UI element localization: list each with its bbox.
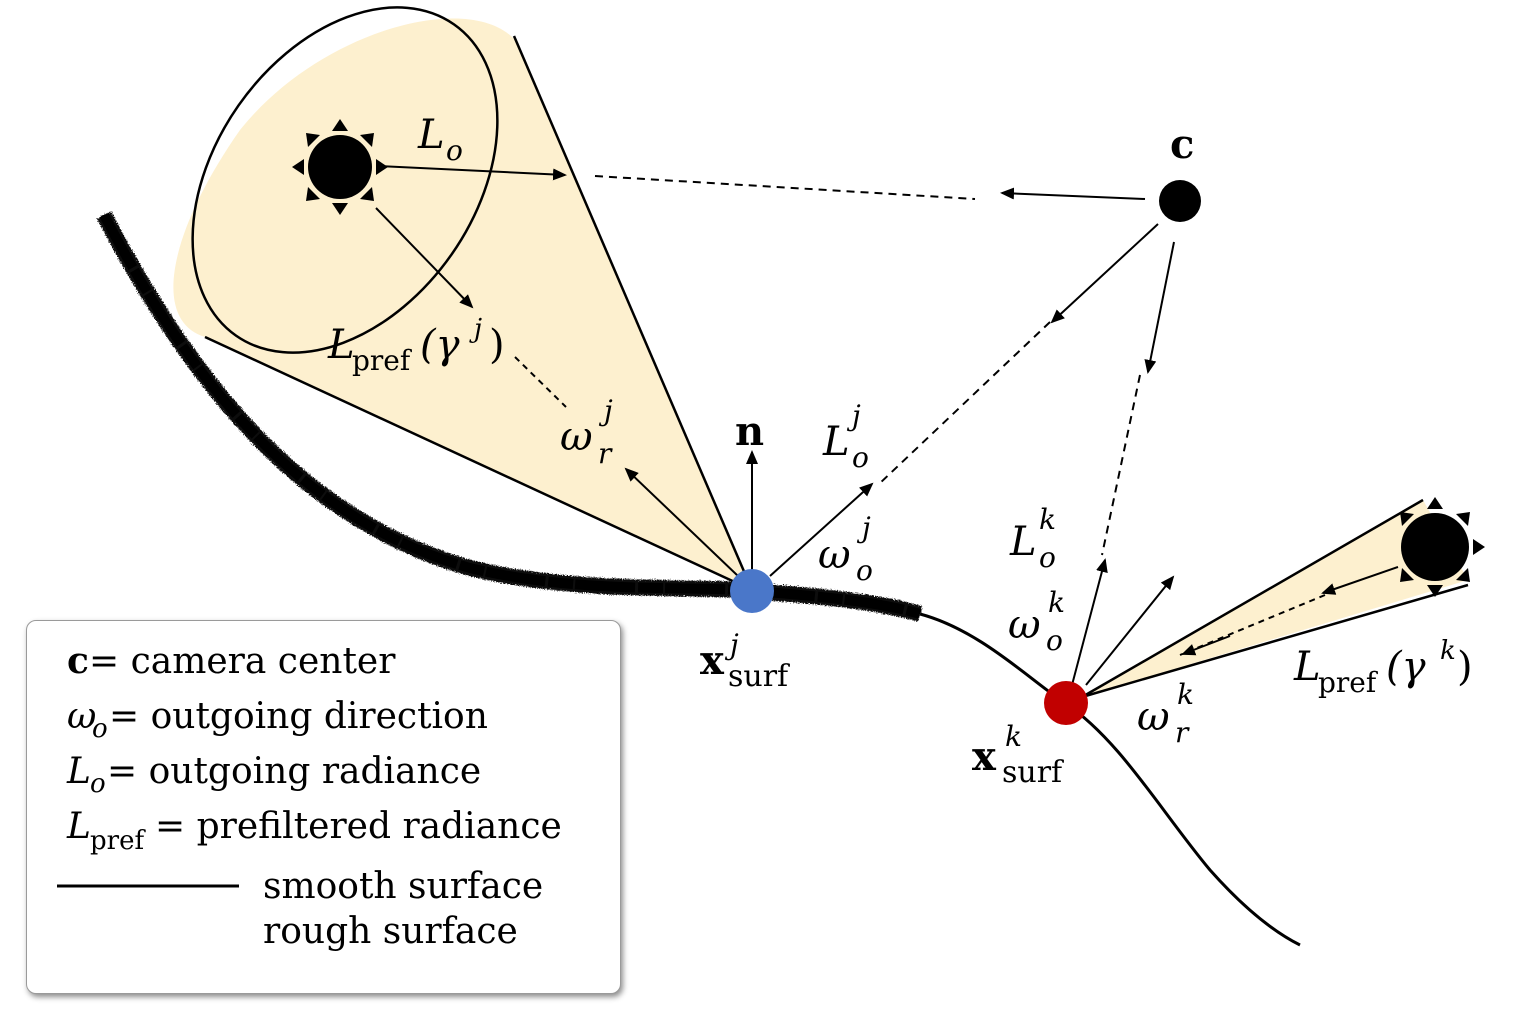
dashed-sun-k-to-xk (1179, 594, 1326, 656)
svg-text:L: L (66, 806, 91, 847)
legend-item-omega-o: ω o = outgoing direction (67, 696, 488, 744)
smooth-surface-curve (919, 612, 1301, 947)
svg-text:j: j (856, 511, 871, 544)
svg-text:= prefiltered radiance: = prefiltered radiance (155, 806, 562, 847)
svg-text:x: x (972, 733, 997, 780)
svg-text:surf: surf (1002, 755, 1064, 790)
svg-text:(γ: (γ (420, 322, 460, 368)
arrow-omega-o-j (769, 482, 874, 577)
arrow-camera-to-xk (1144, 241, 1175, 374)
camera-center-point (1159, 180, 1201, 222)
legend-item-camera: c = camera center (67, 640, 396, 682)
cone-j-edge-lower (204, 335, 753, 592)
dashed-Lpref-to-wr (514, 356, 567, 408)
svg-text:ω: ω (560, 414, 593, 460)
svg-text:L: L (1293, 644, 1321, 690)
cone-j-edge-upper (512, 35, 754, 591)
label-normal: n (735, 408, 764, 455)
svg-text:surf: surf (728, 659, 790, 694)
svg-text:o: o (92, 714, 108, 744)
svg-text:ω: ω (67, 696, 96, 737)
svg-text:= outgoing radiance: = outgoing radiance (107, 751, 481, 792)
arrow-Lo-top (377, 165, 567, 181)
label-Lpref-k: L pref (γ k ) (1293, 636, 1473, 699)
svg-text:pref: pref (1318, 666, 1379, 699)
dashed-camera-to-cone (594, 175, 976, 200)
arrow-camera-left (1000, 187, 1146, 200)
svg-text:= outgoing direction: = outgoing direction (109, 696, 488, 737)
svg-text:ω: ω (818, 532, 851, 578)
svg-text:L: L (1009, 519, 1037, 565)
svg-text:): ) (489, 322, 505, 368)
legend-box: c = camera center ω o = outgoing directi… (26, 620, 621, 994)
svg-text:k: k (1177, 678, 1194, 711)
label-xsurf-j: x surf j (700, 628, 790, 694)
arrow-Lpref-j (375, 207, 474, 309)
label-omega-o-k: ω o k (1008, 586, 1065, 657)
svg-text:k: k (1039, 503, 1056, 536)
svg-text:(γ: (γ (1386, 644, 1426, 690)
label-Lo-k: L o k (1009, 503, 1056, 574)
svg-text:k: k (1048, 586, 1065, 619)
surface-point-k (1044, 681, 1088, 725)
svg-text:L: L (417, 112, 445, 158)
svg-text:ω: ω (1008, 602, 1041, 648)
svg-text:pref: pref (90, 826, 146, 856)
svg-text:r: r (1175, 716, 1190, 749)
legend-item-Lpref: L pref = prefiltered radiance (66, 806, 562, 856)
label-Lo-top: L o (417, 112, 463, 167)
arrow-omega-r-j (624, 467, 739, 577)
arrow-Lo-k (1071, 558, 1108, 686)
label-omega-r-k: ω r k (1137, 678, 1194, 749)
svg-text:L: L (327, 322, 355, 368)
svg-text:o: o (1046, 624, 1063, 657)
svg-text:ω: ω (1137, 694, 1170, 740)
prefilter-cone-k (1081, 498, 1469, 699)
rough-surface-core (99, 212, 922, 619)
svg-text:o: o (90, 769, 106, 799)
label-omega-o-j: ω o j (818, 511, 873, 587)
legend-item-rough: rough surface (59, 911, 518, 952)
svg-text:): ) (1457, 644, 1473, 690)
arrow-omega-o-k (1085, 575, 1175, 686)
label-camera: c (1170, 121, 1194, 168)
svg-text:j: j (724, 628, 739, 661)
svg-text:k: k (1005, 720, 1022, 753)
svg-text:o: o (1039, 541, 1056, 574)
legend-item-Lo: L o = outgoing radiance (66, 751, 481, 799)
svg-text:k: k (1440, 636, 1456, 666)
arrow-sun-k-in (1181, 635, 1231, 656)
svg-text:L: L (66, 751, 91, 792)
legend-item-smooth: smooth surface (57, 866, 543, 907)
svg-text:rough surface: rough surface (263, 911, 518, 952)
surface-point-j (730, 569, 774, 613)
svg-text:o: o (446, 134, 463, 167)
label-Lo-j: L o j (822, 399, 869, 474)
dashed-camera-to-xj (877, 321, 1051, 486)
legend-content: c = camera center ω o = outgoing directi… (57, 640, 562, 952)
svg-text:o: o (856, 554, 873, 587)
dashed-camera-to-xk (1101, 374, 1141, 556)
svg-text:= camera center: = camera center (89, 641, 396, 682)
arrow-camera-to-xj (1050, 223, 1159, 324)
svg-text:L: L (822, 419, 850, 465)
svg-text:r: r (598, 437, 613, 470)
light-source-k-icon (1400, 497, 1485, 597)
label-xsurf-k: x surf k (972, 720, 1064, 790)
svg-text:c: c (67, 640, 89, 682)
svg-text:pref: pref (352, 344, 413, 377)
svg-text:smooth surface: smooth surface (263, 866, 543, 907)
svg-text:x: x (700, 637, 725, 684)
light-source-j-icon (292, 119, 388, 215)
svg-text:o: o (852, 441, 869, 474)
cone-k-edge-upper (1081, 498, 1424, 699)
cone-k-edge-lower (1081, 583, 1469, 699)
cone-j-opening (191, 6, 499, 354)
arrow-sun-k-out (1321, 566, 1399, 595)
label-omega-r-j: ω r j (560, 394, 613, 470)
